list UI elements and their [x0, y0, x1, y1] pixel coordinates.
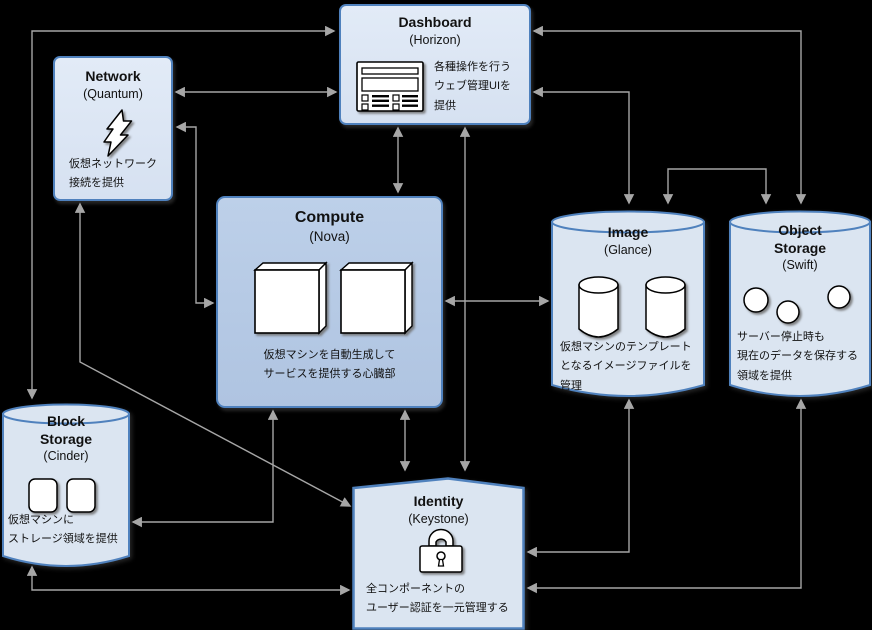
desc-line: ウェブ管理UIを: [434, 80, 511, 93]
compute-title: Compute: [294, 209, 365, 226]
block-storage-title: Block Storage: [39, 413, 93, 447]
block-storage-subtitle: (Cinder): [43, 449, 89, 463]
desc-line: 管理: [560, 379, 582, 392]
image-title: Image: [607, 224, 649, 240]
server-cubes-icon: [253, 261, 328, 335]
disk-cylinders-icon: [645, 276, 686, 338]
connector-identity-object_storage: [526, 398, 807, 594]
connector-identity-image: [526, 398, 635, 558]
desc-line: 仮想マシンに: [8, 514, 74, 526]
block-storage-description: 仮想マシンに ストレージ領域を提供: [8, 511, 118, 550]
identity-description: 全コンポーネントの ユーザー認証を一元管理する: [366, 580, 509, 619]
desc-line: 仮想マシンを自動生成して: [263, 349, 396, 361]
server-cubes-icon: [339, 261, 414, 335]
block-storage-node: Block Storage (Cinder) 仮想マシンに ストレージ領域を提供: [2, 403, 130, 567]
dashboard-description: 各種操作を行う ウェブ管理UIを 提供: [434, 58, 511, 116]
identity-title: Identity: [413, 493, 464, 509]
object-circles-icon: [743, 285, 851, 324]
browser-window-icon: [356, 61, 424, 112]
compute-description: 仮想マシンを自動生成して サービスを提供する心臓部: [218, 346, 441, 385]
object-storage-node: Object Storage (Swift) サーバー停止時も 現在のデータを保…: [729, 210, 871, 397]
image-description: 仮想マシンのテンプレート となるイメージファイルを 管理: [560, 338, 692, 396]
connector-network-compute: [175, 121, 215, 309]
dashboard-title: Dashboard: [398, 14, 472, 30]
dashboard-node: Dashboard (Horizon) 各種操作を行う ウェブ管理UIを 提供: [339, 4, 531, 125]
padlock-icon: [419, 528, 463, 573]
network-title: Network: [85, 68, 141, 84]
network-subtitle: (Quantum): [83, 86, 143, 101]
desc-line: 接続を提供: [69, 177, 124, 190]
lightning-icon: [103, 109, 133, 157]
block-squares-icon: [28, 478, 96, 513]
identity-node: Identity (Keystone) 全コンポーネントの ユーザー認証を一元管…: [352, 477, 525, 630]
connector-block_storage-identity: [26, 565, 351, 596]
desc-line: 各種操作を行う: [434, 61, 511, 73]
identity-subtitle: (Keystone): [408, 511, 469, 526]
dashboard-subtitle: (Horizon): [409, 32, 461, 47]
image-subtitle: (Glance): [604, 242, 652, 257]
desc-line: 仮想ネットワーク: [69, 158, 157, 170]
desc-line: サーバー停止時も: [737, 331, 825, 343]
image-node: Image (Glance) 仮想マシンのテンプレート となるイメージファイルを…: [551, 210, 705, 397]
desc-line: 全コンポーネントの: [366, 583, 465, 595]
cylinder-shape: [729, 210, 871, 397]
desc-line: サービスを提供する心臓部: [263, 368, 396, 381]
object-storage-description: サーバー停止時も 現在のデータを保存する 領域を提供: [737, 328, 858, 386]
connector-image-object_storage: [662, 168, 772, 205]
connector-dashboard-object_storage: [532, 25, 807, 205]
cylinder-shape: [551, 210, 705, 397]
connector-compute-block_storage: [131, 409, 279, 528]
desc-line: 仮想マシンのテンプレート: [560, 341, 692, 353]
desc-line: 現在のデータを保存する: [737, 350, 858, 363]
desc-line: 提供: [434, 99, 456, 112]
object-storage-subtitle: (Swift): [782, 258, 818, 272]
connector-dashboard-image: [532, 86, 635, 205]
network-node: Network (Quantum) 仮想ネットワーク 接続を提供: [53, 56, 173, 201]
desc-line: ストレージ領域を提供: [8, 533, 118, 546]
compute-node: Compute (Nova) 仮想マシンを自動生成して サービスを提供する心臓部: [216, 196, 443, 408]
disk-cylinders-icon: [578, 276, 619, 338]
compute-subtitle: (Nova): [309, 229, 350, 244]
desc-line: ユーザー認証を一元管理する: [366, 602, 509, 615]
object-storage-title: Object Storage: [773, 222, 827, 256]
desc-line: 領域を提供: [737, 369, 792, 382]
desc-line: となるイメージファイルを: [560, 360, 692, 373]
network-description: 仮想ネットワーク 接続を提供: [69, 155, 157, 194]
